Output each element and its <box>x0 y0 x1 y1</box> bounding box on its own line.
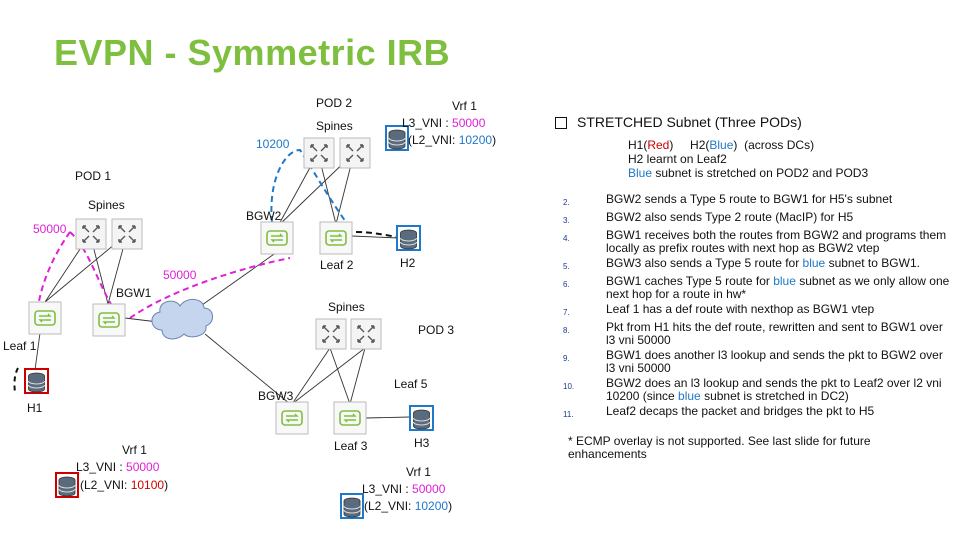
host-label-h3: H3 <box>414 436 430 450</box>
links <box>34 152 411 419</box>
step-text: BGW1 receives both the routes from BGW2 … <box>606 228 947 255</box>
step-item: 3. BGW2 also sends Type 2 route (MacIP) f… <box>552 211 952 227</box>
step-item: 10. BGW2 does an l3 lookup and sends the … <box>552 377 952 403</box>
stretched-line: Blue subnet is stretched on POD2 and POD… <box>628 166 869 180</box>
step-number: 11. <box>563 410 574 419</box>
bgw-switch-icon <box>260 221 294 255</box>
vrf-l3-line: L3_VNI : 50000 <box>76 460 160 474</box>
leaf-switch-icon <box>333 401 367 435</box>
vrf-l3-line: L3_VNI : 50000 <box>402 116 486 130</box>
host-server-icon <box>28 372 45 393</box>
step-number: 5. <box>563 262 570 271</box>
step-text: BGW2 also sends Type 2 route (MacIP) for… <box>606 210 854 224</box>
step-text: BGW1 caches Type 5 route for blue subnet… <box>606 274 950 301</box>
spine-switch-icon <box>315 318 347 350</box>
step-item: 5. BGW3 also sends a Type 5 route for blu… <box>552 257 952 273</box>
scenario-summary: H1(Red) H2(Blue) (across DCs) H2 learnt … <box>628 139 952 180</box>
step-item: 2. BGW2 sends a Type 5 route to BGW1 for … <box>552 193 952 209</box>
host-label-h1: H1 <box>27 401 43 415</box>
spine-switch-icon <box>339 137 371 169</box>
learnt-line: H2 learnt on Leaf2 <box>628 152 727 166</box>
step-text: BGW1 does another l3 lookup and sends th… <box>606 348 943 375</box>
device-label-leaf5: Leaf 5 <box>394 377 428 391</box>
pod-label: POD 1 <box>75 169 112 183</box>
step-number: 9. <box>563 354 570 363</box>
step-text: Leaf2 decaps the packet and bridges the … <box>606 404 875 418</box>
spine-switch-icon <box>350 318 382 350</box>
vni-tag-pod1: 50000 <box>33 222 67 236</box>
step-number: 2. <box>563 198 570 207</box>
step-item: 4. BGW1 receives both the routes from BGW… <box>552 229 952 255</box>
dashed-paths <box>13 148 398 393</box>
vrf-l2-line: (L2_VNI: 10200) <box>364 499 453 513</box>
vrf-name: Vrf 1 <box>406 465 431 479</box>
spines-label: Spines <box>328 300 365 314</box>
description-panel: STRETCHED Subnet (Three PODs) H1(Red) H2… <box>552 115 952 461</box>
step-number: 10. <box>563 382 575 391</box>
host-server-icon <box>400 229 417 250</box>
vrf-name: Vrf 1 <box>122 443 147 457</box>
vni-tag-bgw: 50000 <box>163 268 197 282</box>
checkbox-bullet-icon <box>555 116 567 129</box>
step-text: Pkt from H1 hits the def route, rewritte… <box>606 320 943 347</box>
pod-label: POD 3 <box>418 323 455 337</box>
spine-switch-icon <box>111 218 143 250</box>
spine-switch-icon <box>75 218 107 250</box>
vni-tag-pod2: 10200 <box>256 137 290 151</box>
device-label-leaf2: Leaf 2 <box>320 258 354 272</box>
step-text: BGW3 also sends a Type 5 route for blue … <box>606 256 920 270</box>
host-label-h2: H2 <box>400 256 416 270</box>
leaf-switch-icon <box>28 301 62 335</box>
step-number: 3. <box>563 216 570 225</box>
hosts-line: H1(Red) H2(Blue) (across DCs) <box>628 138 815 152</box>
vrf-server-icon <box>388 129 406 150</box>
step-text: BGW2 sends a Type 5 route to BGW1 for H5… <box>606 192 893 206</box>
pod-label: POD 2 <box>316 96 353 110</box>
vrf-l2-line: (L2_VNI: 10100) <box>80 478 169 492</box>
bgw-switch-icon <box>92 303 126 337</box>
leaf-switch-icon <box>319 221 353 255</box>
vrf-server-icon <box>343 497 361 518</box>
step-item: 6. BGW1 caches Type 5 route for blue subn… <box>552 275 952 301</box>
step-number: 6. <box>563 280 570 289</box>
step-item: 7. Leaf 1 has a def route with nexthop as… <box>552 303 952 319</box>
step-number: 7. <box>563 308 570 317</box>
spines-label: Spines <box>88 198 125 212</box>
spines-label: Spines <box>316 119 353 133</box>
device-label-bgw2: BGW2 <box>246 209 282 223</box>
device-label-bgw1: BGW1 <box>116 286 152 300</box>
step-text: BGW2 does an l3 lookup and sends the pkt… <box>606 376 942 403</box>
vrf-name: Vrf 1 <box>452 99 477 113</box>
step-text: Leaf 1 has a def route with nexthop as B… <box>606 302 875 316</box>
step-number: 8. <box>563 326 570 335</box>
panel-heading: STRETCHED Subnet (Three PODs) <box>552 115 952 129</box>
device-label-bgw3: BGW3 <box>258 389 294 403</box>
step-number: 4. <box>563 234 570 243</box>
device-label-leaf1: Leaf 1 <box>3 339 37 353</box>
spine-switch-icon <box>303 137 335 169</box>
step-item: 8. Pkt from H1 hits the def route, rewrit… <box>552 321 952 347</box>
bgw-switch-icon <box>275 401 309 435</box>
step-item: 11. Leaf2 decaps the packet and bridges t… <box>552 405 952 421</box>
cloud-icon <box>151 299 213 340</box>
slide-title: EVPN - Symmetric IRB <box>54 32 451 73</box>
steps-list: 2. BGW2 sends a Type 5 route to BGW1 for … <box>552 193 952 421</box>
vrf-l2-line: (L2_VNI: 10200) <box>408 133 497 147</box>
host-server-icon <box>413 409 430 430</box>
vrf-server-icon <box>58 476 76 497</box>
device-label-leaf3: Leaf 3 <box>334 439 368 453</box>
vrf-l3-line: L3_VNI : 50000 <box>362 482 446 496</box>
ecmp-note: * ECMP overlay is not supported. See las… <box>568 434 871 461</box>
step-item: 9. BGW1 does another l3 lookup and sends … <box>552 349 952 375</box>
